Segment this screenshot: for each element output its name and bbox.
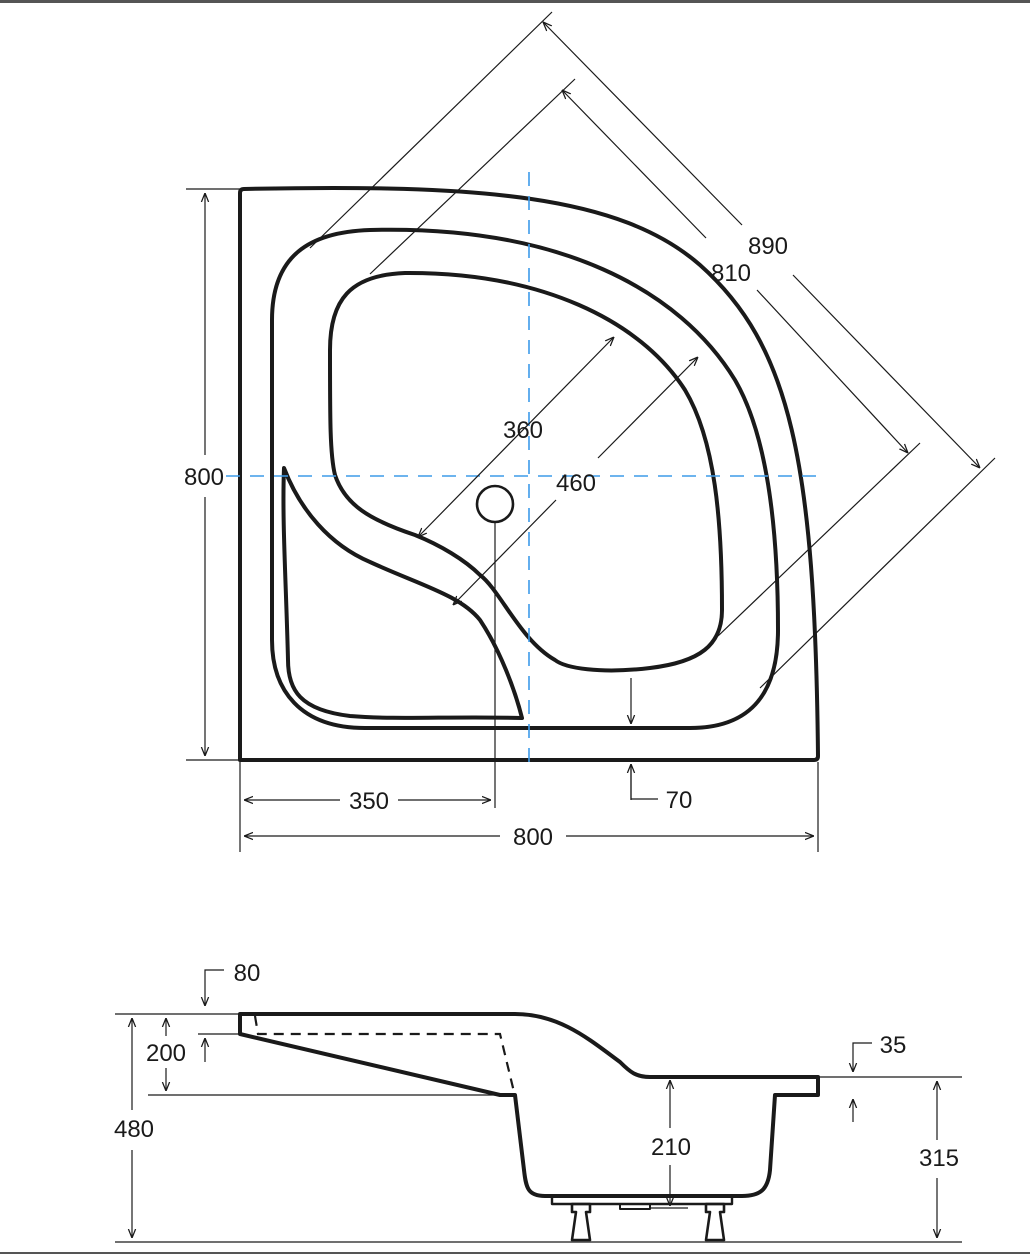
dim-810-label: 810	[711, 260, 751, 287]
dim-outer-radius-line-upper	[597, 357, 698, 459]
dim-80-label: 80	[234, 960, 261, 987]
drain-icon	[475, 484, 515, 524]
side-body-outline	[238, 1012, 820, 1198]
dim-outer-radius-label: 460	[556, 470, 596, 497]
dim-890-ext-right	[759, 457, 996, 689]
seat-shelf-outline	[281, 466, 524, 720]
dim-35-label: 35	[880, 1032, 907, 1059]
tray-outer-outline	[238, 185, 820, 762]
dim-890-ext-left	[309, 11, 553, 249]
dim-480-label: 480	[114, 1116, 154, 1143]
top-view: 800 350 800 70 360 460 810	[184, 11, 996, 852]
dim-35-leader	[853, 1042, 872, 1072]
side-foot-left	[570, 1202, 592, 1242]
tray-inner-rim	[270, 227, 780, 730]
shower-basin-outline	[328, 270, 724, 673]
dim-80-leader	[205, 969, 224, 1006]
side-foot-right	[704, 1202, 726, 1242]
dim-width-label: 800	[513, 824, 553, 851]
side-hidden-seat-line	[253, 1015, 516, 1093]
dim-210-label: 210	[651, 1134, 691, 1161]
dim-drain-label: 350	[349, 788, 389, 815]
dim-890-line-upper	[543, 22, 743, 226]
dim-810-line-upper	[562, 90, 707, 239]
dim-810-line-lower	[756, 289, 908, 453]
dim-height-label: 800	[184, 464, 224, 491]
dim-outer-radius-line-lower	[453, 499, 557, 605]
page-top-rule	[0, 0, 1030, 3]
dim-810-ext-right	[717, 442, 921, 637]
dim-315-label: 315	[919, 1145, 959, 1172]
dim-890-line-lower	[792, 274, 980, 468]
dim-inner-radius-label: 360	[503, 417, 543, 444]
dim-810-ext-left	[369, 78, 576, 275]
dim-rim-leader	[630, 764, 658, 800]
dim-inner-radius-line	[418, 337, 614, 537]
page-bottom-rule	[0, 1252, 1030, 1254]
dim-200-label: 200	[146, 1040, 186, 1067]
side-view: 480 200 80 210 315 35	[114, 960, 962, 1243]
dim-rim-label: 70	[666, 787, 693, 814]
side-drain-pipe	[619, 1203, 651, 1210]
dim-890-label: 890	[748, 233, 788, 260]
